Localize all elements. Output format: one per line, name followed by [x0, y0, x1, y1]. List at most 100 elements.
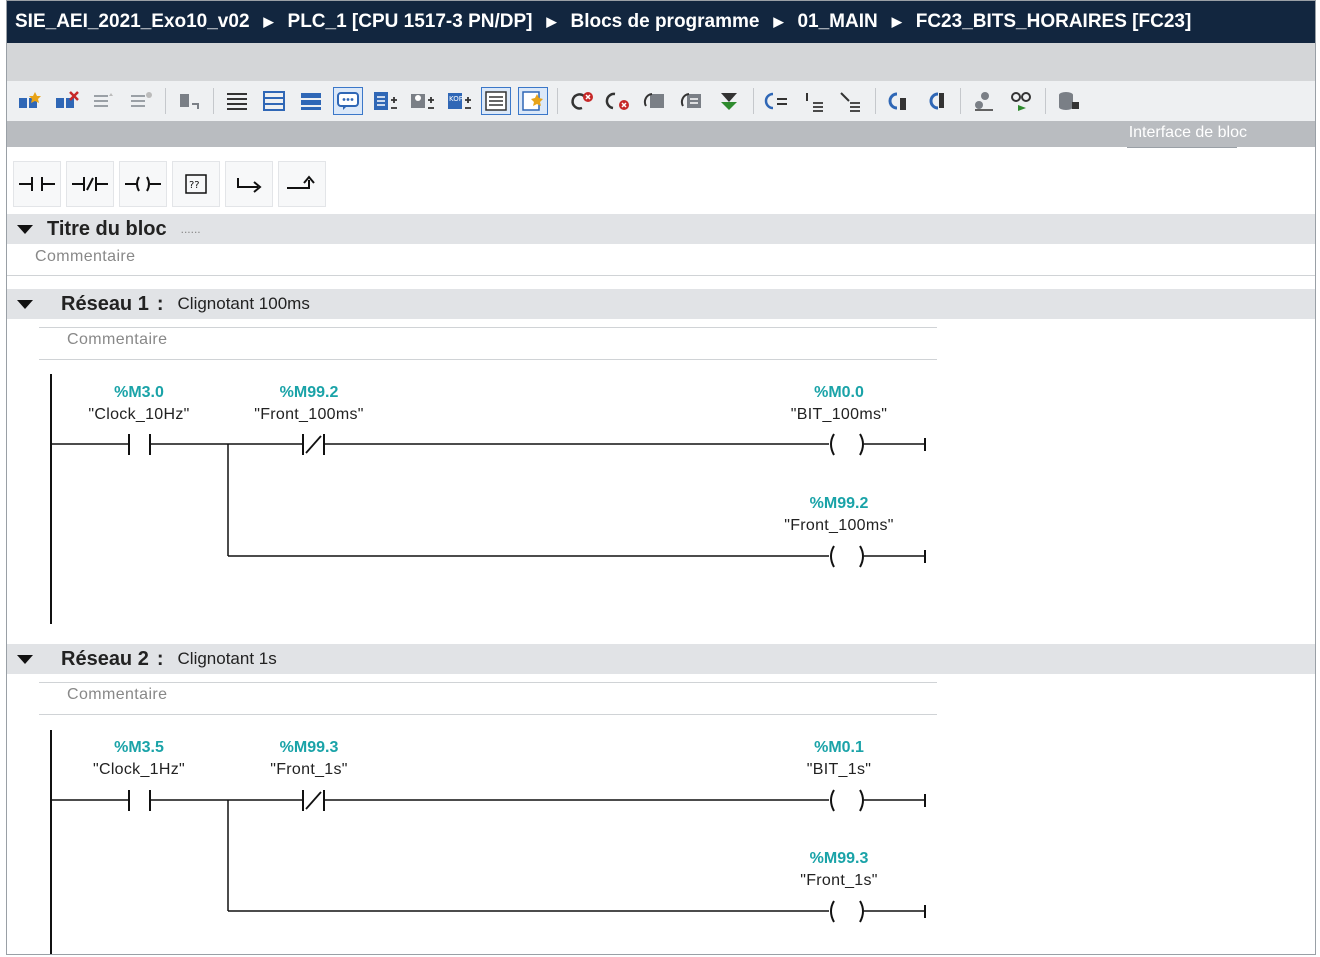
network-1-contact-no-symbol[interactable]: "Clock_10Hz"	[88, 406, 190, 423]
monitor-icon[interactable]	[174, 87, 204, 115]
normally-open-contact-icon[interactable]	[13, 161, 61, 207]
breadcrumb-block[interactable]: FC23_BITS_HORAIRES [FC23]	[915, 11, 1192, 32]
breadcrumb-separator-icon: ▶	[891, 14, 902, 29]
close-all-networks-icon[interactable]	[296, 87, 326, 115]
editor-window: SIE_AEI_2021_Exo10_v02 ▶ PLC_1 [CPU 1517…	[6, 0, 1316, 955]
interface-splitter[interactable]	[1127, 147, 1237, 156]
insert-row-icon[interactable]	[89, 87, 119, 115]
toolbar-separator	[1045, 88, 1046, 114]
network-2-coil-2[interactable]	[830, 900, 864, 923]
breadcrumb-separator-icon: ▶	[546, 14, 557, 29]
network-1-coil-2-symbol[interactable]: "Front_100ms"	[784, 517, 894, 534]
indent-icon[interactable]	[799, 87, 829, 115]
go-to-next-error-icon[interactable]	[603, 87, 633, 115]
network-1-comment[interactable]: Commentaire	[67, 331, 168, 348]
network-1-coil-1[interactable]	[830, 433, 864, 456]
block-interface-bar[interactable]: Interface de bloc	[7, 121, 1315, 147]
svg-text:KOP: KOP	[449, 95, 463, 103]
toolbar-separator	[753, 88, 754, 114]
network-2-comment-bottom	[39, 714, 937, 715]
monitoring-on-icon[interactable]	[884, 87, 914, 115]
network-2-contact-no[interactable]	[128, 790, 151, 811]
reference-data-icon[interactable]	[969, 87, 999, 115]
breadcrumb-folder[interactable]: 01_MAIN	[797, 11, 878, 32]
network-1-colon: :	[156, 292, 164, 315]
network-2-comment[interactable]: Commentaire	[67, 686, 168, 703]
block-comment-divider	[7, 275, 1315, 276]
network-1-contact-nc-symbol[interactable]: "Front_100ms"	[254, 406, 364, 423]
network-1-title[interactable]: Clignotant 100ms	[177, 294, 310, 313]
collapse-triangle-icon[interactable]	[17, 654, 33, 664]
block-interface-label[interactable]: Interface de bloc	[1128, 124, 1247, 141]
title-spacer-bar	[7, 43, 1315, 81]
toolbar-separator	[875, 88, 876, 114]
symbol-info-icon[interactable]	[407, 87, 437, 115]
network-2-coil-1[interactable]	[830, 789, 864, 812]
network-2-coil-2-symbol[interactable]: "Front_1s"	[800, 872, 878, 889]
toolbar-separator	[213, 88, 214, 114]
tag-display-icon[interactable]: KOP	[444, 87, 474, 115]
add-row-icon[interactable]	[126, 87, 156, 115]
network-1-comment-top	[39, 327, 937, 328]
comments-toggle-icon[interactable]	[333, 87, 363, 115]
coil-icon[interactable]	[119, 161, 167, 207]
network-1-coil-2-address[interactable]: %M99.2	[809, 495, 869, 512]
network-2-title[interactable]: Clignotant 1s	[177, 649, 277, 668]
network-2-contact-nc[interactable]	[302, 790, 325, 811]
network-2-coil-2-address[interactable]: %M99.3	[809, 850, 869, 867]
breadcrumb-plc[interactable]: PLC_1 [CPU 1517-3 PN/DP]	[287, 11, 533, 32]
refresh-icon[interactable]	[921, 87, 951, 115]
network-2-header[interactable]: Réseau 2 : Clignotant 1s	[7, 644, 1315, 674]
network-2-coil-1-symbol[interactable]: "BIT_1s"	[806, 761, 872, 778]
network-1-label: Réseau 1	[61, 292, 149, 315]
network-2-contact-no-symbol[interactable]: "Clock_1Hz"	[92, 761, 186, 778]
toolbar-separator	[165, 88, 166, 114]
absolute-address-icon[interactable]	[370, 87, 400, 115]
close-branch-icon[interactable]	[278, 161, 326, 207]
empty-box-icon[interactable]: ??	[172, 161, 220, 207]
breadcrumb: SIE_AEI_2021_Exo10_v02 ▶ PLC_1 [CPU 1517…	[7, 1, 1315, 43]
network-2-contact-no-address[interactable]: %M3.5	[114, 739, 164, 756]
insert-network-icon[interactable]	[15, 87, 45, 115]
network-1-coil-1-symbol[interactable]: "BIT_100ms"	[790, 406, 888, 423]
open-all-networks-icon[interactable]	[259, 87, 289, 115]
database-icon[interactable]	[1054, 87, 1084, 115]
toolbar-separator	[960, 88, 961, 114]
simulation-icon[interactable]	[1006, 87, 1036, 115]
block-title-header[interactable]: Titre du bloc ......	[7, 214, 1315, 244]
network-1-coil-1-address[interactable]: %M0.0	[814, 384, 864, 401]
open-branch-icon[interactable]	[225, 161, 273, 207]
network-view-icon[interactable]	[481, 87, 511, 115]
block-title: Titre du bloc	[47, 217, 167, 240]
network-1-contact-nc-address[interactable]: %M99.2	[279, 384, 339, 401]
collapse-triangle-icon[interactable]	[17, 224, 33, 234]
network-1-contact-no[interactable]	[128, 434, 151, 455]
delete-network-icon[interactable]	[52, 87, 82, 115]
download-block-icon[interactable]	[714, 87, 744, 115]
network-1-rungs	[50, 374, 926, 624]
outdent-icon[interactable]	[836, 87, 866, 115]
network-2-coil-1-address[interactable]: %M0.1	[814, 739, 864, 756]
breadcrumb-program-blocks[interactable]: Blocs de programme	[570, 11, 760, 32]
call-structure-icon[interactable]	[640, 87, 670, 115]
network-1-header[interactable]: Réseau 1 : Clignotant 100ms	[7, 289, 1315, 319]
network-1-coil-2[interactable]	[830, 545, 864, 568]
ladder-instruction-bar: ??	[13, 161, 331, 209]
assignment-list-icon[interactable]	[677, 87, 707, 115]
list-view-icon[interactable]	[222, 87, 252, 115]
collapse-triangle-icon[interactable]	[17, 299, 33, 309]
normally-closed-contact-icon[interactable]	[66, 161, 114, 207]
svg-text:??: ??	[189, 180, 200, 191]
network-2-contact-nc-symbol[interactable]: "Front_1s"	[270, 761, 348, 778]
network-2-contact-nc-address[interactable]: %M99.3	[279, 739, 339, 756]
network-1-contact-no-address[interactable]: %M3.0	[114, 384, 164, 401]
network-2-rungs	[50, 730, 926, 954]
insert-comment-line-icon[interactable]	[762, 87, 792, 115]
favorites-icon[interactable]	[518, 87, 548, 115]
block-comment[interactable]: Commentaire	[35, 248, 136, 265]
go-to-previous-error-icon[interactable]	[566, 87, 596, 115]
network-1-contact-nc[interactable]	[302, 434, 325, 455]
breadcrumb-separator-icon: ▶	[773, 14, 784, 29]
network-2-comment-top	[39, 682, 937, 683]
breadcrumb-project[interactable]: SIE_AEI_2021_Exo10_v02	[15, 11, 250, 32]
